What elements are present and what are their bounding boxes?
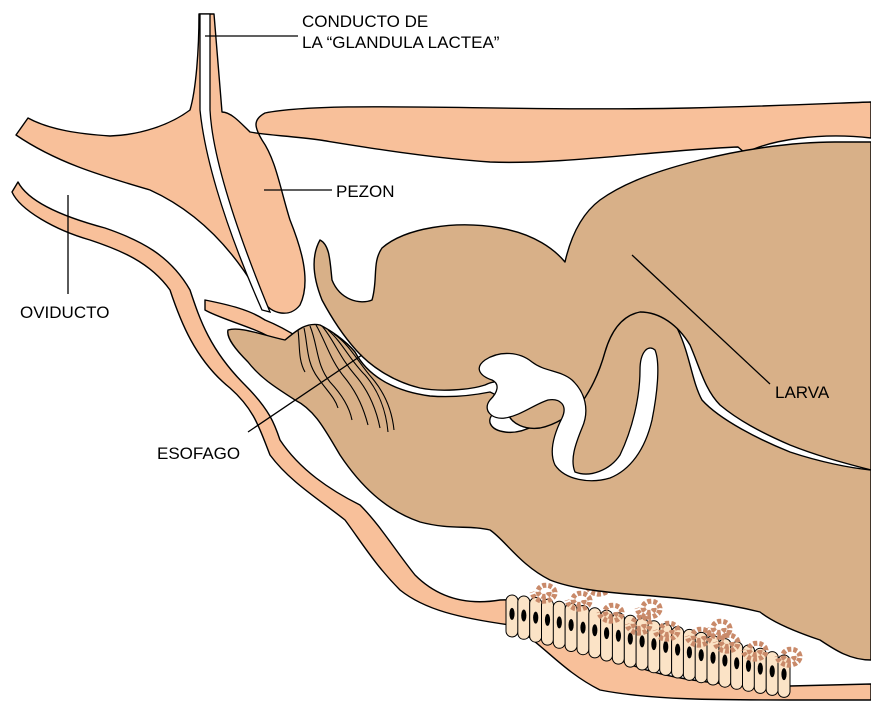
- cell-nucleus: [651, 638, 656, 650]
- cell-nucleus: [509, 608, 514, 620]
- cell-nucleus: [533, 612, 538, 624]
- cell-nucleus: [580, 622, 585, 634]
- cell-nucleus: [770, 665, 775, 677]
- cell-nucleus: [687, 646, 692, 658]
- cell-nucleus: [699, 649, 704, 661]
- cell-nucleus: [521, 610, 526, 622]
- cell-nucleus: [557, 616, 562, 628]
- label-larva: LARVA: [775, 383, 830, 402]
- cell-nucleus: [758, 663, 763, 675]
- cell-nucleus: [746, 660, 751, 672]
- label-duct-line2: LA “GLANDULA LACTEA”: [302, 33, 500, 52]
- cell-nucleus: [640, 635, 645, 647]
- cell-nucleus: [710, 652, 715, 664]
- cell-nucleus: [663, 641, 668, 653]
- cell-nucleus: [781, 668, 786, 680]
- cell-nucleus: [628, 633, 633, 645]
- cell-nucleus: [722, 655, 727, 667]
- label-esophagus: ESOFAGO: [157, 444, 240, 463]
- cell-nucleus: [545, 614, 550, 626]
- cell-nucleus: [592, 624, 597, 636]
- cell-nucleus: [569, 619, 574, 631]
- cell-nucleus: [604, 627, 609, 639]
- label-duct-line1: CONDUCTO DE: [302, 12, 428, 31]
- label-oviduct: OVIDUCTO: [20, 303, 109, 322]
- cell-nucleus: [675, 644, 680, 656]
- cell-nucleus: [616, 630, 621, 642]
- cell-nucleus: [734, 657, 739, 669]
- label-nipple: PEZON: [336, 182, 395, 201]
